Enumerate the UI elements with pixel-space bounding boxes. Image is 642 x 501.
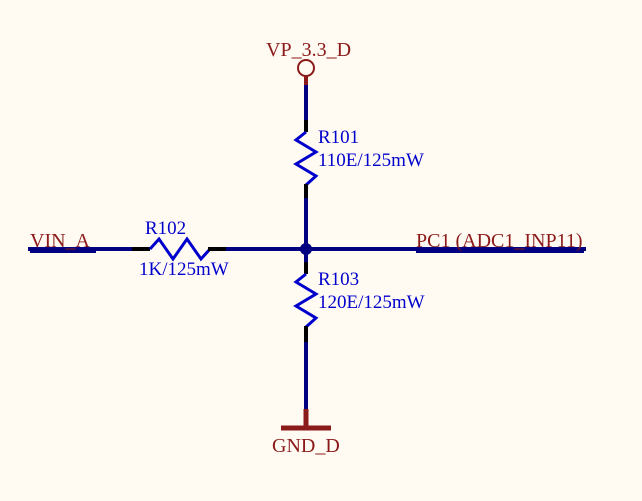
power-symbol-circle	[297, 59, 315, 77]
component-value-r101[interactable]: 110E/125mW	[318, 150, 424, 171]
component-designator-r102[interactable]: R102	[145, 218, 187, 239]
resistor-r101-symbol	[293, 130, 319, 187]
net-label-input[interactable]: VIN_A	[30, 230, 90, 252]
component-value-r102[interactable]: 1K/125mW	[139, 259, 229, 280]
resistor-r103-symbol	[293, 272, 319, 329]
net-label-output[interactable]: PC1 (ADC1_INP11)	[416, 230, 583, 252]
net-label-power[interactable]: VP_3.3_D	[266, 39, 352, 61]
component-value-r103[interactable]: 120E/125mW	[318, 292, 425, 313]
component-designator-r103[interactable]: R103	[318, 269, 360, 290]
resistor-r102-symbol	[148, 236, 212, 262]
component-designator-r101[interactable]: R101	[318, 127, 360, 148]
net-label-ground[interactable]: GND_D	[272, 435, 340, 457]
